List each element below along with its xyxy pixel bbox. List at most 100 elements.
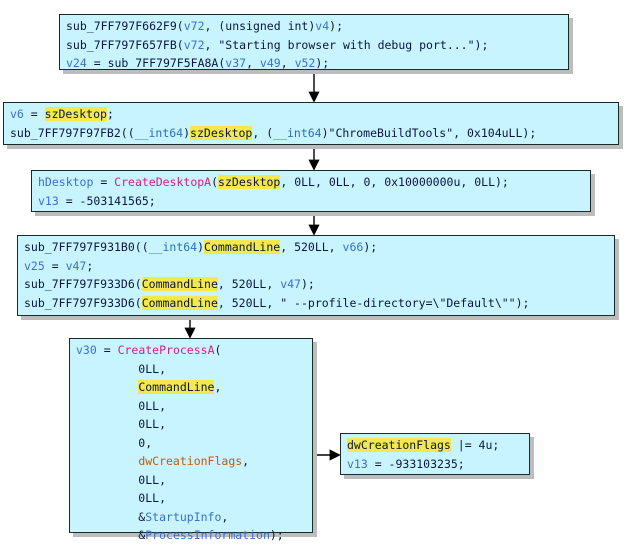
code-text: 0LL, — [76, 398, 167, 413]
code-text: , "Starting browser with debug port...")… — [204, 37, 489, 52]
code-line: v13 = -933103235; — [347, 455, 523, 474]
code-text: , — [246, 56, 260, 70]
code-text: , — [214, 380, 222, 394]
variable-ref: v13 — [38, 193, 59, 208]
code-text: 0LL, — [76, 472, 167, 487]
code-text: ) — [183, 125, 191, 140]
code-text: )"ChromeBuildTools", 0x104uLL); — [321, 125, 537, 140]
variable-ref: v25 — [24, 258, 45, 273]
function-ref[interactable]: sub_7FF797F657FB — [66, 37, 177, 52]
highlighted-identifier[interactable]: szDesktop — [44, 107, 107, 121]
code-text: ( — [134, 295, 142, 310]
code-line: dwCreationFlags, — [76, 452, 306, 471]
api-call[interactable]: CreateProcessA — [117, 343, 215, 357]
code-text: = -503141565; — [58, 193, 156, 208]
variable-ref: v30 — [76, 343, 97, 357]
code-line: &StartupInfo, — [76, 508, 306, 527]
code-text — [76, 380, 138, 394]
code-line: v30 = CreateProcessA( — [76, 341, 306, 360]
variable-ref: v47 — [280, 277, 301, 291]
code-line: sub_7FF797F97FB2((__int64)szDesktop, (__… — [10, 124, 612, 143]
code-block-4[interactable]: sub_7FF797F931B0((__int64)CommandLine, 5… — [17, 235, 615, 316]
code-text: , — [221, 509, 229, 524]
code-text: = — [44, 258, 66, 273]
variable-ref: ProcessInformation — [145, 528, 270, 542]
function-ref[interactable]: sub_7FF797F931B0 — [24, 240, 135, 254]
code-block-3[interactable]: hDesktop = CreateDesktopA(szDesktop, 0LL… — [31, 170, 591, 212]
code-text: = — [93, 175, 115, 189]
code-text — [76, 454, 138, 468]
variable-ref: v66 — [342, 240, 364, 254]
code-text: , 520LL, — [280, 240, 343, 254]
code-line: sub_7FF797F657FB(v72, "Starting browser … — [66, 36, 562, 55]
code-text: ) — [197, 240, 205, 254]
code-text: ( — [214, 343, 222, 357]
code-text: ( — [176, 37, 184, 52]
variable-ref: hDesktop — [38, 175, 94, 189]
code-line: v24 = sub_7FF797F5FA8A(v37, v49, v52); — [66, 54, 562, 73]
code-text: , 520LL, " --profile-directory=\"Default… — [217, 295, 530, 310]
variable-ref: v72 — [183, 19, 205, 33]
type-keyword: __int64 — [134, 125, 184, 140]
code-text: 0LL, — [76, 361, 167, 376]
variable-ref: v72 — [183, 37, 205, 52]
code-text: & — [76, 509, 146, 524]
code-block-1[interactable]: sub_7FF797F662F9(v72, (unsigned int)v4);… — [59, 14, 569, 70]
code-text: = -933103235; — [367, 456, 465, 471]
variable-ref: StartupInfo — [145, 509, 222, 524]
code-text: , 0LL, 0LL, 0, 0x10000000u, 0LL); — [280, 175, 509, 189]
code-line: 0LL, — [76, 397, 306, 416]
function-ref[interactable]: sub_7FF797F933D6 — [24, 295, 135, 310]
code-text: ; — [106, 107, 114, 121]
highlighted-identifier[interactable]: CommandLine — [141, 277, 218, 291]
type-keyword: __int64 — [148, 240, 198, 254]
code-line: 0LL, — [76, 489, 306, 508]
highlighted-identifier[interactable]: szDesktop — [190, 125, 253, 140]
code-line: dwCreationFlags |= 4u; — [347, 436, 523, 455]
function-ref[interactable]: sub_7FF797F5FA8A — [107, 56, 219, 70]
api-call[interactable]: CreateDesktopA — [114, 175, 212, 189]
code-text: ); — [269, 528, 284, 542]
code-line: v6 = szDesktop; — [10, 105, 612, 124]
code-block-6[interactable]: dwCreationFlags |= 4u;v13 = -933103235; — [340, 433, 530, 475]
variable-ref: v37 — [225, 56, 247, 70]
code-text: , — [242, 454, 250, 468]
code-text: , — [280, 56, 295, 70]
highlighted-identifier[interactable]: CommandLine — [138, 380, 215, 394]
code-line: 0LL, — [76, 471, 306, 490]
code-text: |= 4u; — [450, 438, 500, 452]
highlighted-identifier[interactable]: CommandLine — [204, 240, 281, 254]
code-line: hDesktop = CreateDesktopA(szDesktop, 0LL… — [38, 173, 584, 192]
code-text: ; — [86, 258, 94, 273]
global-identifier: dwCreationFlags — [138, 454, 243, 468]
function-ref[interactable]: sub_7FF797F933D6 — [24, 277, 135, 291]
code-line: 0LL, — [76, 415, 306, 434]
variable-ref: v13 — [347, 456, 368, 471]
code-line: 0, — [76, 434, 306, 453]
code-text: ( — [134, 277, 142, 291]
code-text: , (unsigned int) — [204, 19, 316, 33]
code-text: ); — [315, 56, 330, 70]
code-text: ); — [300, 277, 315, 291]
code-text: , 520LL, — [217, 277, 281, 291]
highlighted-identifier[interactable]: CommandLine — [141, 295, 218, 310]
code-text: = — [96, 343, 118, 357]
code-block-5[interactable]: v30 = CreateProcessA( 0LL, CommandLine, … — [69, 338, 313, 542]
code-text: (( — [120, 125, 135, 140]
code-text: ( — [218, 56, 226, 70]
code-line: sub_7FF797F933D6(CommandLine, 520LL, v47… — [24, 275, 608, 294]
highlighted-identifier[interactable]: szDesktop — [218, 175, 281, 189]
code-line: CommandLine, — [76, 378, 306, 397]
highlighted-identifier[interactable]: dwCreationFlags — [347, 438, 451, 452]
code-text: = — [23, 107, 45, 121]
variable-ref: v47 — [65, 258, 87, 273]
code-text: 0LL, — [76, 491, 167, 505]
code-text: & — [76, 528, 146, 542]
function-ref[interactable]: sub_7FF797F662F9 — [66, 19, 177, 33]
code-line: v13 = -503141565; — [38, 192, 584, 211]
code-line: sub_7FF797F931B0((__int64)CommandLine, 5… — [24, 238, 608, 257]
code-text: ( — [176, 19, 184, 33]
code-block-2[interactable]: v6 = szDesktop;sub_7FF797F97FB2((__int64… — [3, 102, 619, 145]
code-line: sub_7FF797F933D6(CommandLine, 520LL, " -… — [24, 294, 608, 313]
function-ref[interactable]: sub_7FF797F97FB2 — [10, 125, 121, 140]
